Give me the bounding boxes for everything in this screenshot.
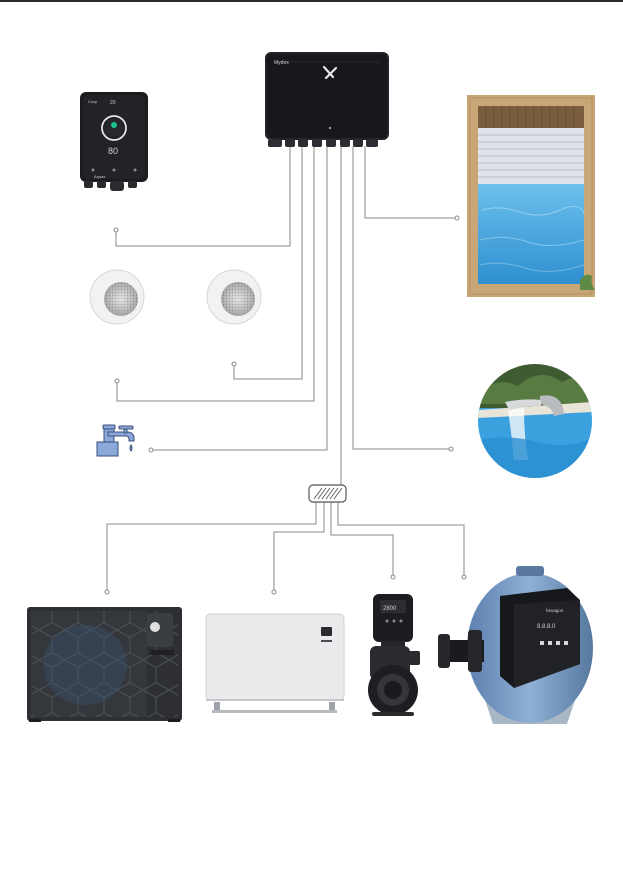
wall-controller: Cosy 20 80 Aquax	[80, 92, 148, 191]
dot-light-1	[114, 378, 120, 384]
pump-image: 2800	[368, 594, 420, 716]
wire-faucet	[151, 146, 328, 451]
controller-brand-label: Aquax	[94, 174, 105, 179]
dot-pool-cover	[454, 215, 460, 221]
fountain-image	[478, 364, 592, 478]
wire-light-1	[116, 146, 315, 402]
controller-temp-display: 80	[108, 146, 118, 156]
wire-heat-pump	[106, 501, 317, 592]
controller-dial	[101, 115, 127, 141]
dot-pump	[390, 574, 396, 580]
controller-status-light	[111, 122, 117, 128]
pump-display: 2800	[383, 606, 397, 612]
top-border	[0, 0, 623, 2]
dot-controller	[113, 227, 119, 233]
pool-light-2	[206, 269, 262, 325]
wire-pump	[330, 501, 394, 577]
pool-light-1	[89, 269, 145, 325]
hub-logo-icon	[322, 65, 338, 80]
filter-display: 8.8.8.0	[537, 624, 556, 630]
hub-controller: Mydex	[265, 52, 389, 147]
wire-light-2	[233, 146, 303, 380]
wire-end-dots	[104, 215, 467, 595]
controller-status-value: 20	[110, 100, 116, 106]
wire-pool-cover	[364, 146, 457, 219]
pool-cover-image	[467, 95, 595, 297]
dot-chlorinator	[271, 589, 277, 595]
heat-pump-image	[27, 607, 182, 722]
filter-image: hexagon 8.8.8.0	[438, 566, 593, 724]
dot-heat-pump	[104, 589, 110, 595]
hub-brand-label: Mydex	[274, 60, 289, 66]
wire-controller	[115, 146, 291, 247]
wire-fountain	[352, 146, 451, 450]
junction-box	[308, 484, 347, 503]
filter-brand-label: hexagon	[546, 608, 564, 613]
dot-light-2	[231, 361, 237, 367]
dot-filter	[461, 574, 467, 580]
wire-filter	[337, 501, 465, 577]
wire-chlorinator	[273, 501, 325, 592]
dot-faucet	[148, 447, 154, 453]
dot-fountain	[448, 446, 454, 452]
wires	[106, 146, 465, 592]
chlorinator-image	[205, 613, 345, 713]
faucet-icon	[96, 424, 135, 457]
controller-status-left: Cosy	[88, 99, 97, 104]
